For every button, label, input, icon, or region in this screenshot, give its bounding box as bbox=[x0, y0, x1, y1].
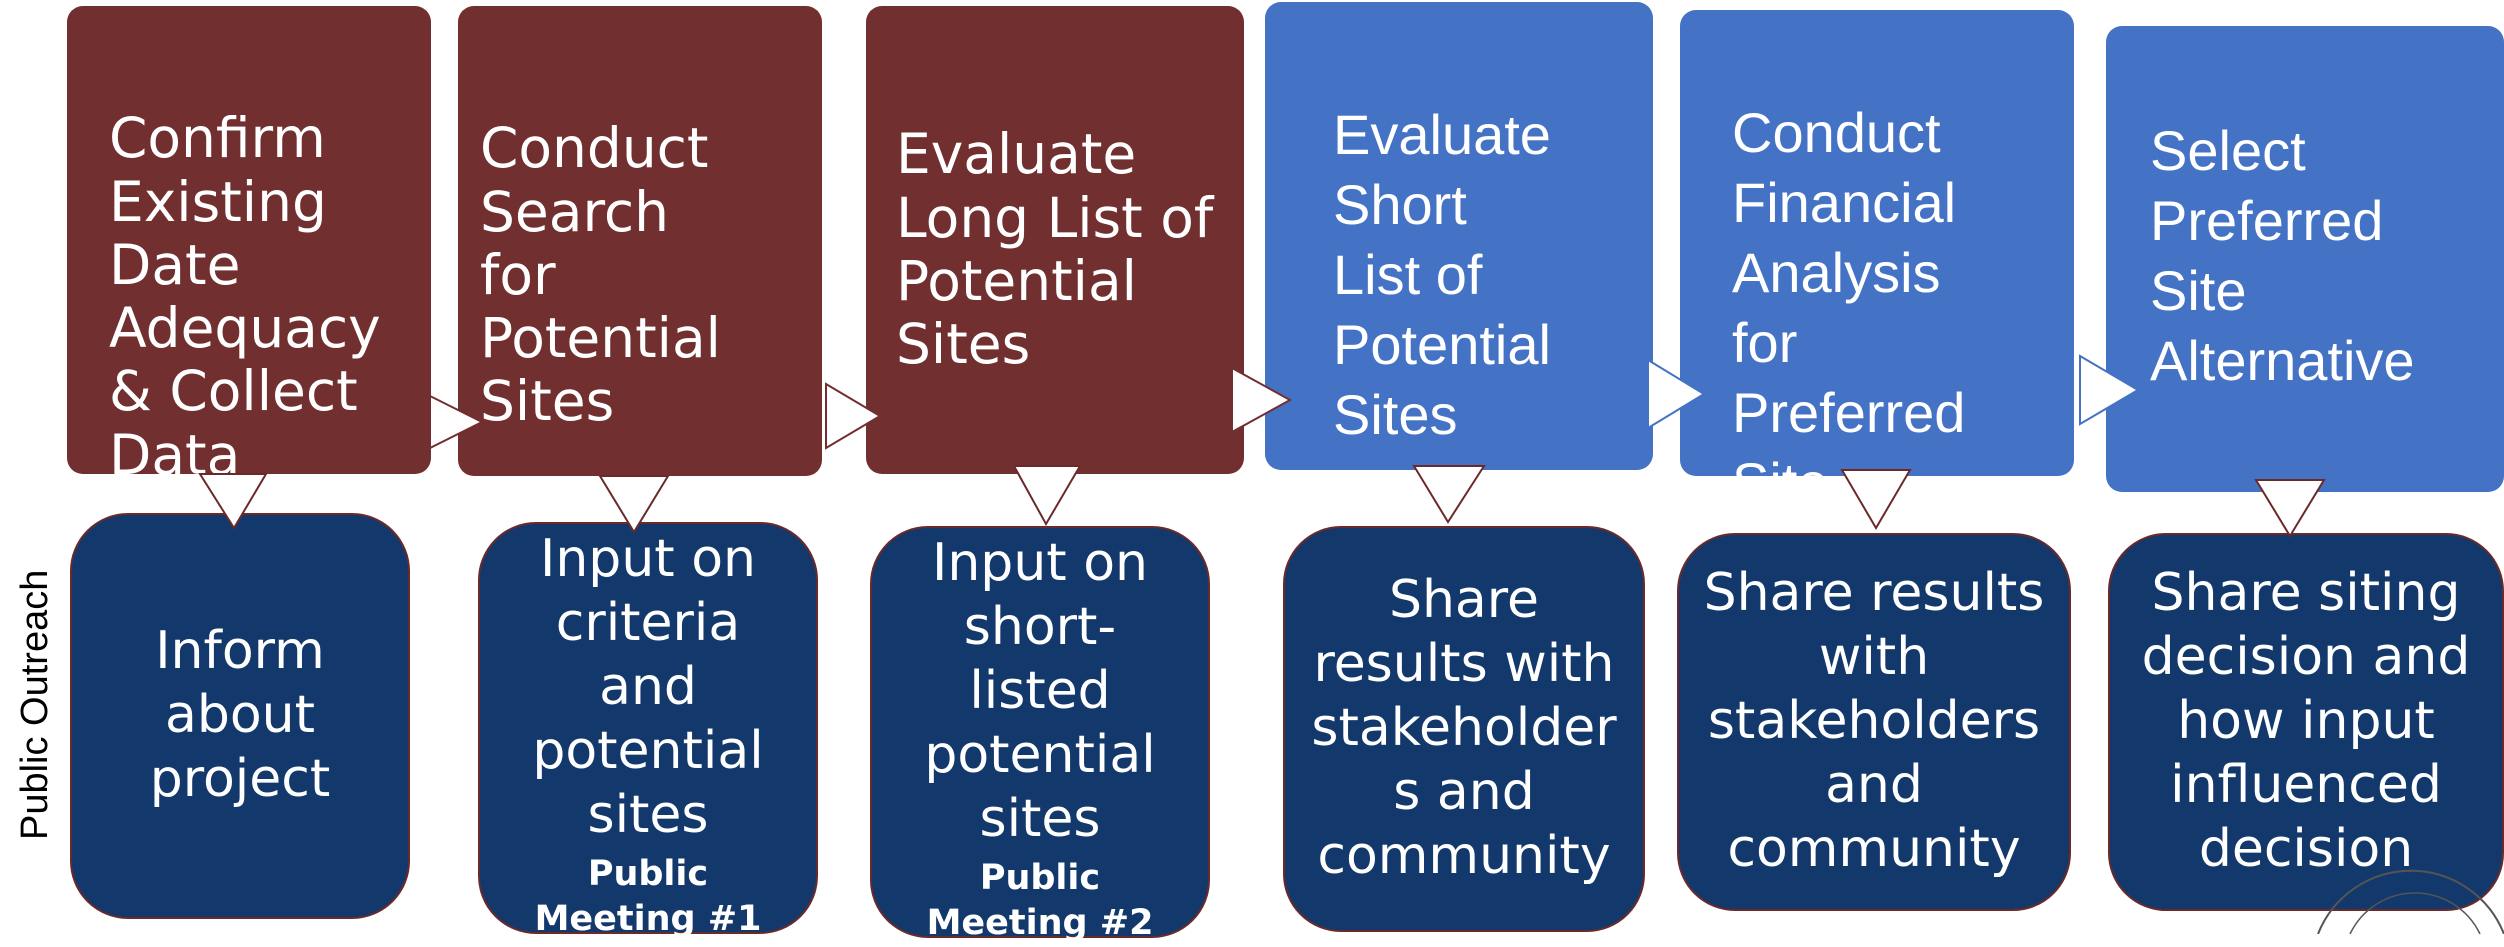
down-arrow-icon bbox=[2254, 479, 2326, 538]
outreach-text: Share siting decision and how input infl… bbox=[2141, 563, 2471, 879]
down-arrow-icon bbox=[598, 475, 670, 534]
seal-icon bbox=[2317, 869, 2504, 934]
outreach-input-on-criteria: Input on criteria and potential sites Pu… bbox=[478, 522, 818, 939]
down-arrow-icon bbox=[198, 473, 268, 530]
step-label: Evaluate Long List of Potential Sites bbox=[896, 122, 1214, 376]
outreach-share-results-2: Share results with stakeholders and comm… bbox=[1677, 533, 2071, 911]
step-financial-analysis: Conduct Financial Analysis for Preferred… bbox=[1680, 10, 2074, 514]
down-arrow-icon bbox=[1012, 465, 1082, 527]
step-label: Confirm Existing Date Adequacy & Collect… bbox=[109, 106, 381, 487]
outreach-text: Inform about project bbox=[149, 621, 331, 809]
outreach-text: Input on short- listed potential sites bbox=[924, 533, 1156, 849]
down-arrow-icon bbox=[1412, 465, 1486, 524]
step-label: Evaluate Short List of Potential Sites bbox=[1333, 103, 1551, 446]
outreach-share-results-1: Share results with stakeholder s and com… bbox=[1283, 526, 1645, 932]
outreach-share-siting-decision: Share siting decision and how input infl… bbox=[2108, 533, 2504, 911]
right-arrow-icon bbox=[1647, 358, 1706, 430]
step-label: Select Preferred Site Alternative bbox=[2150, 119, 2415, 392]
outreach-input-on-short-listed: Input on short- listed potential sites P… bbox=[870, 526, 1210, 943]
step-search-sites: Conduct Search for Potential Sites bbox=[458, 6, 822, 476]
right-arrow-icon bbox=[429, 394, 485, 450]
down-arrow-icon bbox=[1840, 469, 1912, 530]
step-confirm-data: Confirm Existing Date Adequacy & Collect… bbox=[67, 6, 431, 486]
step-label: Conduct Search for Potential Sites bbox=[480, 116, 721, 434]
step-label: Conduct Financial Analysis for Preferred… bbox=[1732, 101, 1966, 514]
seal-inner-icon bbox=[2349, 892, 2481, 934]
right-arrow-icon bbox=[2079, 354, 2140, 426]
step-select-preferred-site: Select Preferred Site Alternative bbox=[2106, 26, 2504, 492]
outreach-text: Share results with stakeholder s and com… bbox=[1311, 570, 1617, 886]
outreach-text: Input on criteria and potential sites bbox=[532, 529, 764, 845]
public-meeting-1-label: Public Meeting #1 bbox=[534, 853, 762, 940]
right-arrow-icon bbox=[825, 382, 882, 450]
step-evaluate-long-list: Evaluate Long List of Potential Sites bbox=[866, 6, 1244, 474]
right-arrow-icon bbox=[1231, 366, 1293, 434]
outreach-text: Share results with stakeholders and comm… bbox=[1703, 563, 2045, 879]
step-evaluate-short-list: Evaluate Short List of Potential Sites bbox=[1265, 2, 1653, 470]
public-outreach-label: Public Outreach bbox=[14, 569, 56, 840]
